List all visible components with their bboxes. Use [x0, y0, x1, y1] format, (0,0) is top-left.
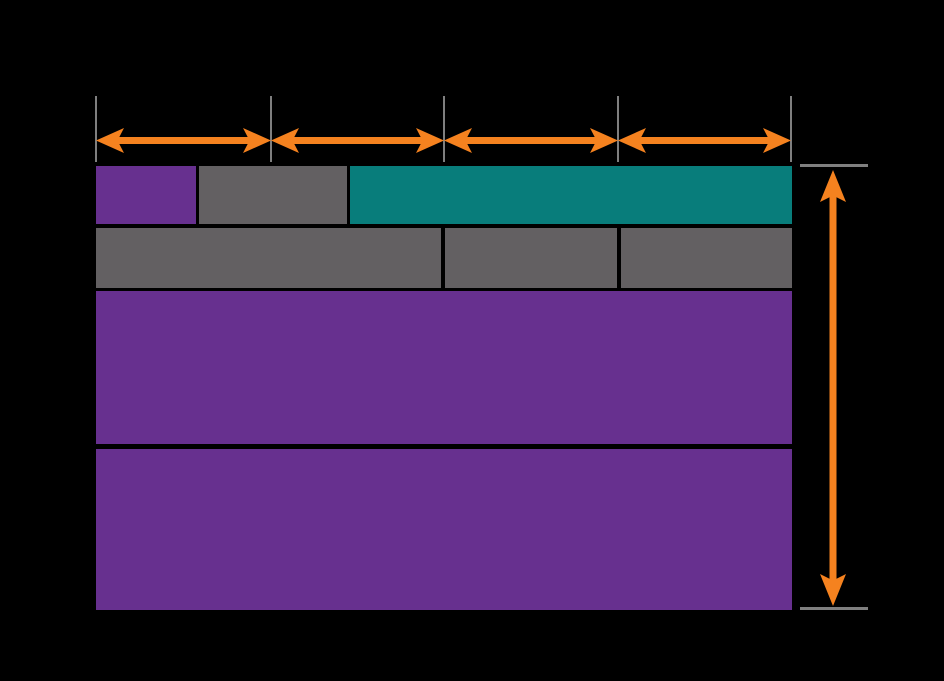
cell-2-2 [445, 228, 617, 288]
column-tick-1 [95, 96, 97, 162]
column-tick-2 [270, 96, 272, 162]
cell-1-3 [350, 166, 792, 224]
column-tick-3 [443, 96, 445, 162]
cell-2-3 [621, 228, 792, 288]
height-tick-top [800, 164, 868, 167]
height-tick-bottom [800, 607, 868, 610]
column-tick-4 [617, 96, 619, 162]
cell-4-1 [96, 449, 792, 610]
cell-1-1 [96, 166, 196, 224]
vertical-measure-arrow [820, 170, 846, 606]
cell-1-2 [199, 166, 347, 224]
column-tick-5 [790, 96, 792, 162]
cell-3-1 [96, 291, 792, 444]
horizontal-measure-arrows [96, 128, 791, 153]
cell-2-1 [96, 228, 441, 288]
